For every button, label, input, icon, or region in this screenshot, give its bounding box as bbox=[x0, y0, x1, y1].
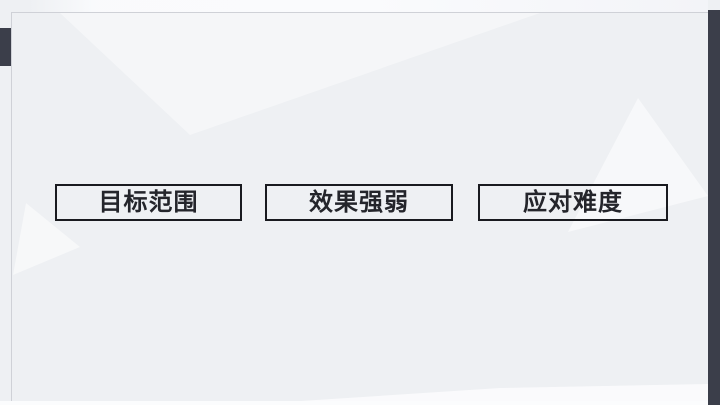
label-box-target-scope: 目标范围 bbox=[55, 184, 242, 221]
left-accent-bar bbox=[0, 28, 11, 66]
top-white-band bbox=[28, 0, 708, 12]
label-box-effect-strength: 效果强弱 bbox=[265, 184, 453, 221]
label-box-response-difficulty-text: 应对难度 bbox=[523, 188, 623, 216]
label-box-response-difficulty: 应对难度 bbox=[478, 184, 668, 221]
bottom-white-band bbox=[0, 401, 708, 405]
label-box-target-scope-text: 目标范围 bbox=[98, 188, 199, 216]
left-frame-line bbox=[11, 12, 12, 401]
top-frame-line bbox=[11, 12, 720, 13]
label-box-effect-strength-text: 效果强弱 bbox=[309, 188, 409, 216]
right-accent-bar bbox=[708, 10, 720, 405]
